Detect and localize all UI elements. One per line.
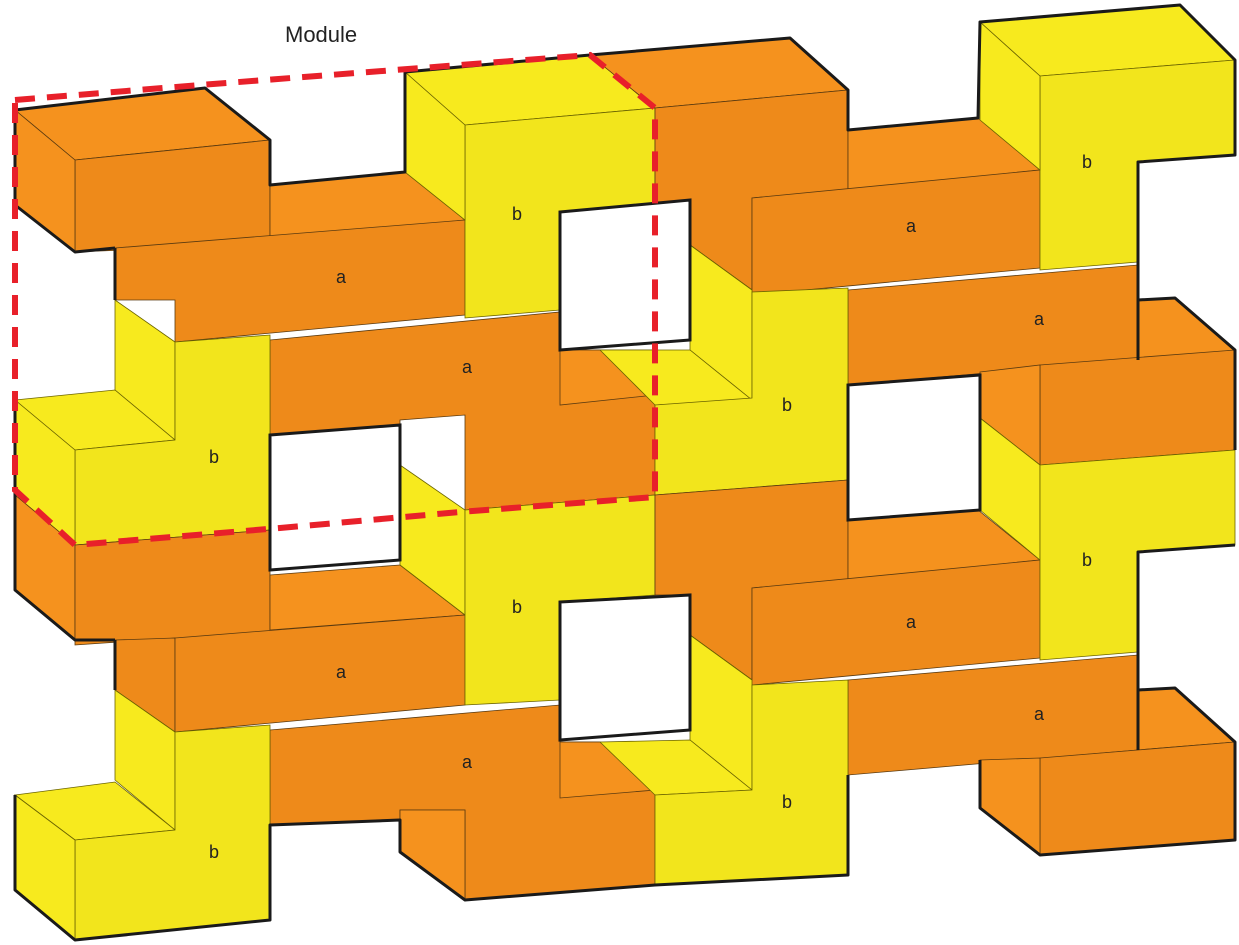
label-b: b (512, 597, 522, 617)
label-b: b (512, 204, 522, 224)
label-b: b (1082, 152, 1092, 172)
label-a: a (906, 612, 917, 632)
label-b: b (209, 447, 219, 467)
label-a: a (1034, 704, 1045, 724)
label-a: a (336, 662, 347, 682)
opening (558, 198, 692, 352)
module-outline (12, 51, 658, 549)
label-b: b (209, 842, 219, 862)
opening (558, 593, 692, 742)
block-a-front-face (1039, 349, 1236, 466)
label-b: b (782, 792, 792, 812)
label-b: b (1082, 550, 1092, 570)
block-a-side-face (399, 809, 466, 901)
module-label: Module (285, 22, 357, 47)
opening (268, 423, 402, 572)
label-a: a (336, 267, 347, 287)
block-a-front-face (1039, 741, 1236, 856)
label-b: b (782, 395, 792, 415)
opening (846, 373, 982, 522)
outline-edges (13, 3, 1237, 942)
label-a: a (462, 752, 473, 772)
block-a-side-face (979, 757, 1041, 856)
label-a: a (462, 357, 473, 377)
label-a: a (906, 216, 917, 236)
label-a: a (1034, 309, 1045, 329)
